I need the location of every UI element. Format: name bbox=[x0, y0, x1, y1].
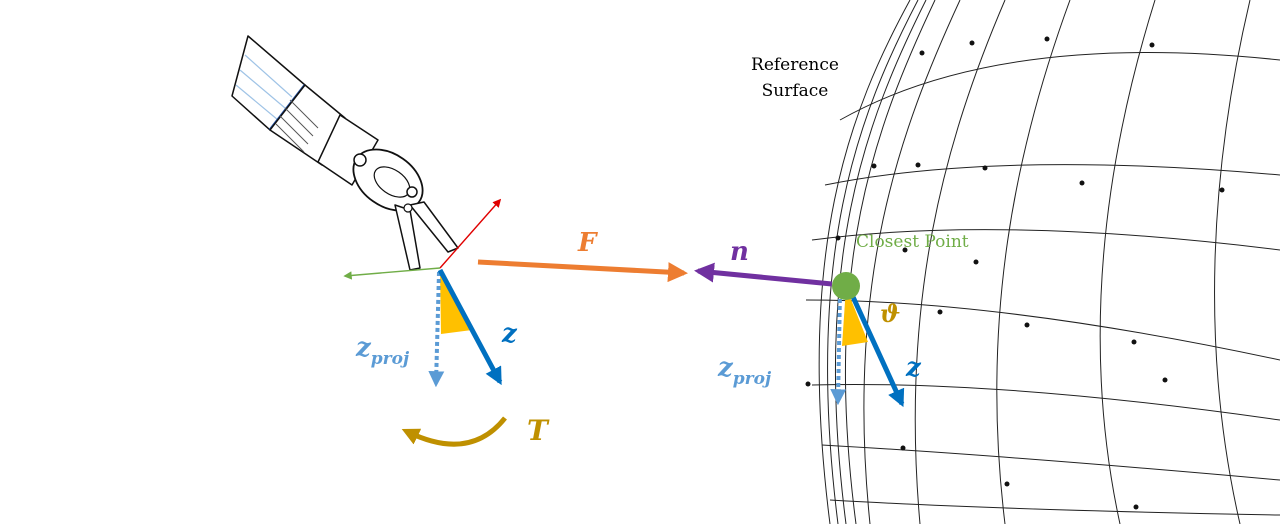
force-label: F bbox=[577, 228, 598, 258]
surface-z-proj-sub: proj bbox=[733, 369, 772, 389]
tool-z-arrow bbox=[437, 268, 503, 386]
surgical-instrument-icon bbox=[231, 35, 459, 271]
surface-z-proj-arrow bbox=[830, 291, 847, 406]
mesh-surface-icon bbox=[805, 0, 1280, 524]
frame-x-axis bbox=[439, 198, 502, 269]
reference-surface-label-line1: Reference bbox=[751, 55, 839, 75]
torque-label: T bbox=[527, 414, 550, 447]
frame-y-axis bbox=[343, 267, 441, 280]
force-arrow bbox=[477, 259, 688, 283]
normal-label: n bbox=[730, 237, 749, 267]
closest-point-label: Closest Point bbox=[856, 232, 969, 252]
tool-z-proj-label: zproj bbox=[355, 333, 410, 369]
tool-z-proj-base: z bbox=[355, 333, 372, 363]
theta-label: ϑ bbox=[880, 299, 900, 328]
surface-z-arrow bbox=[845, 284, 905, 408]
surface-z-proj-label: zproj bbox=[717, 353, 772, 389]
tool-z-label: z bbox=[501, 319, 518, 349]
closest-point-marker bbox=[832, 272, 860, 300]
torque-arrow bbox=[401, 416, 507, 447]
tool-z-proj-sub: proj bbox=[371, 349, 410, 369]
tool-z-proj-arrow bbox=[428, 271, 445, 388]
surface-angle-wedge bbox=[842, 287, 868, 346]
reference-surface-label-line2: Surface bbox=[762, 81, 829, 101]
normal-arrow bbox=[694, 262, 833, 287]
surface-z-proj-base: z bbox=[717, 353, 734, 383]
surface-z-label: z bbox=[905, 353, 922, 383]
mesh-vertices bbox=[805, 36, 1225, 510]
